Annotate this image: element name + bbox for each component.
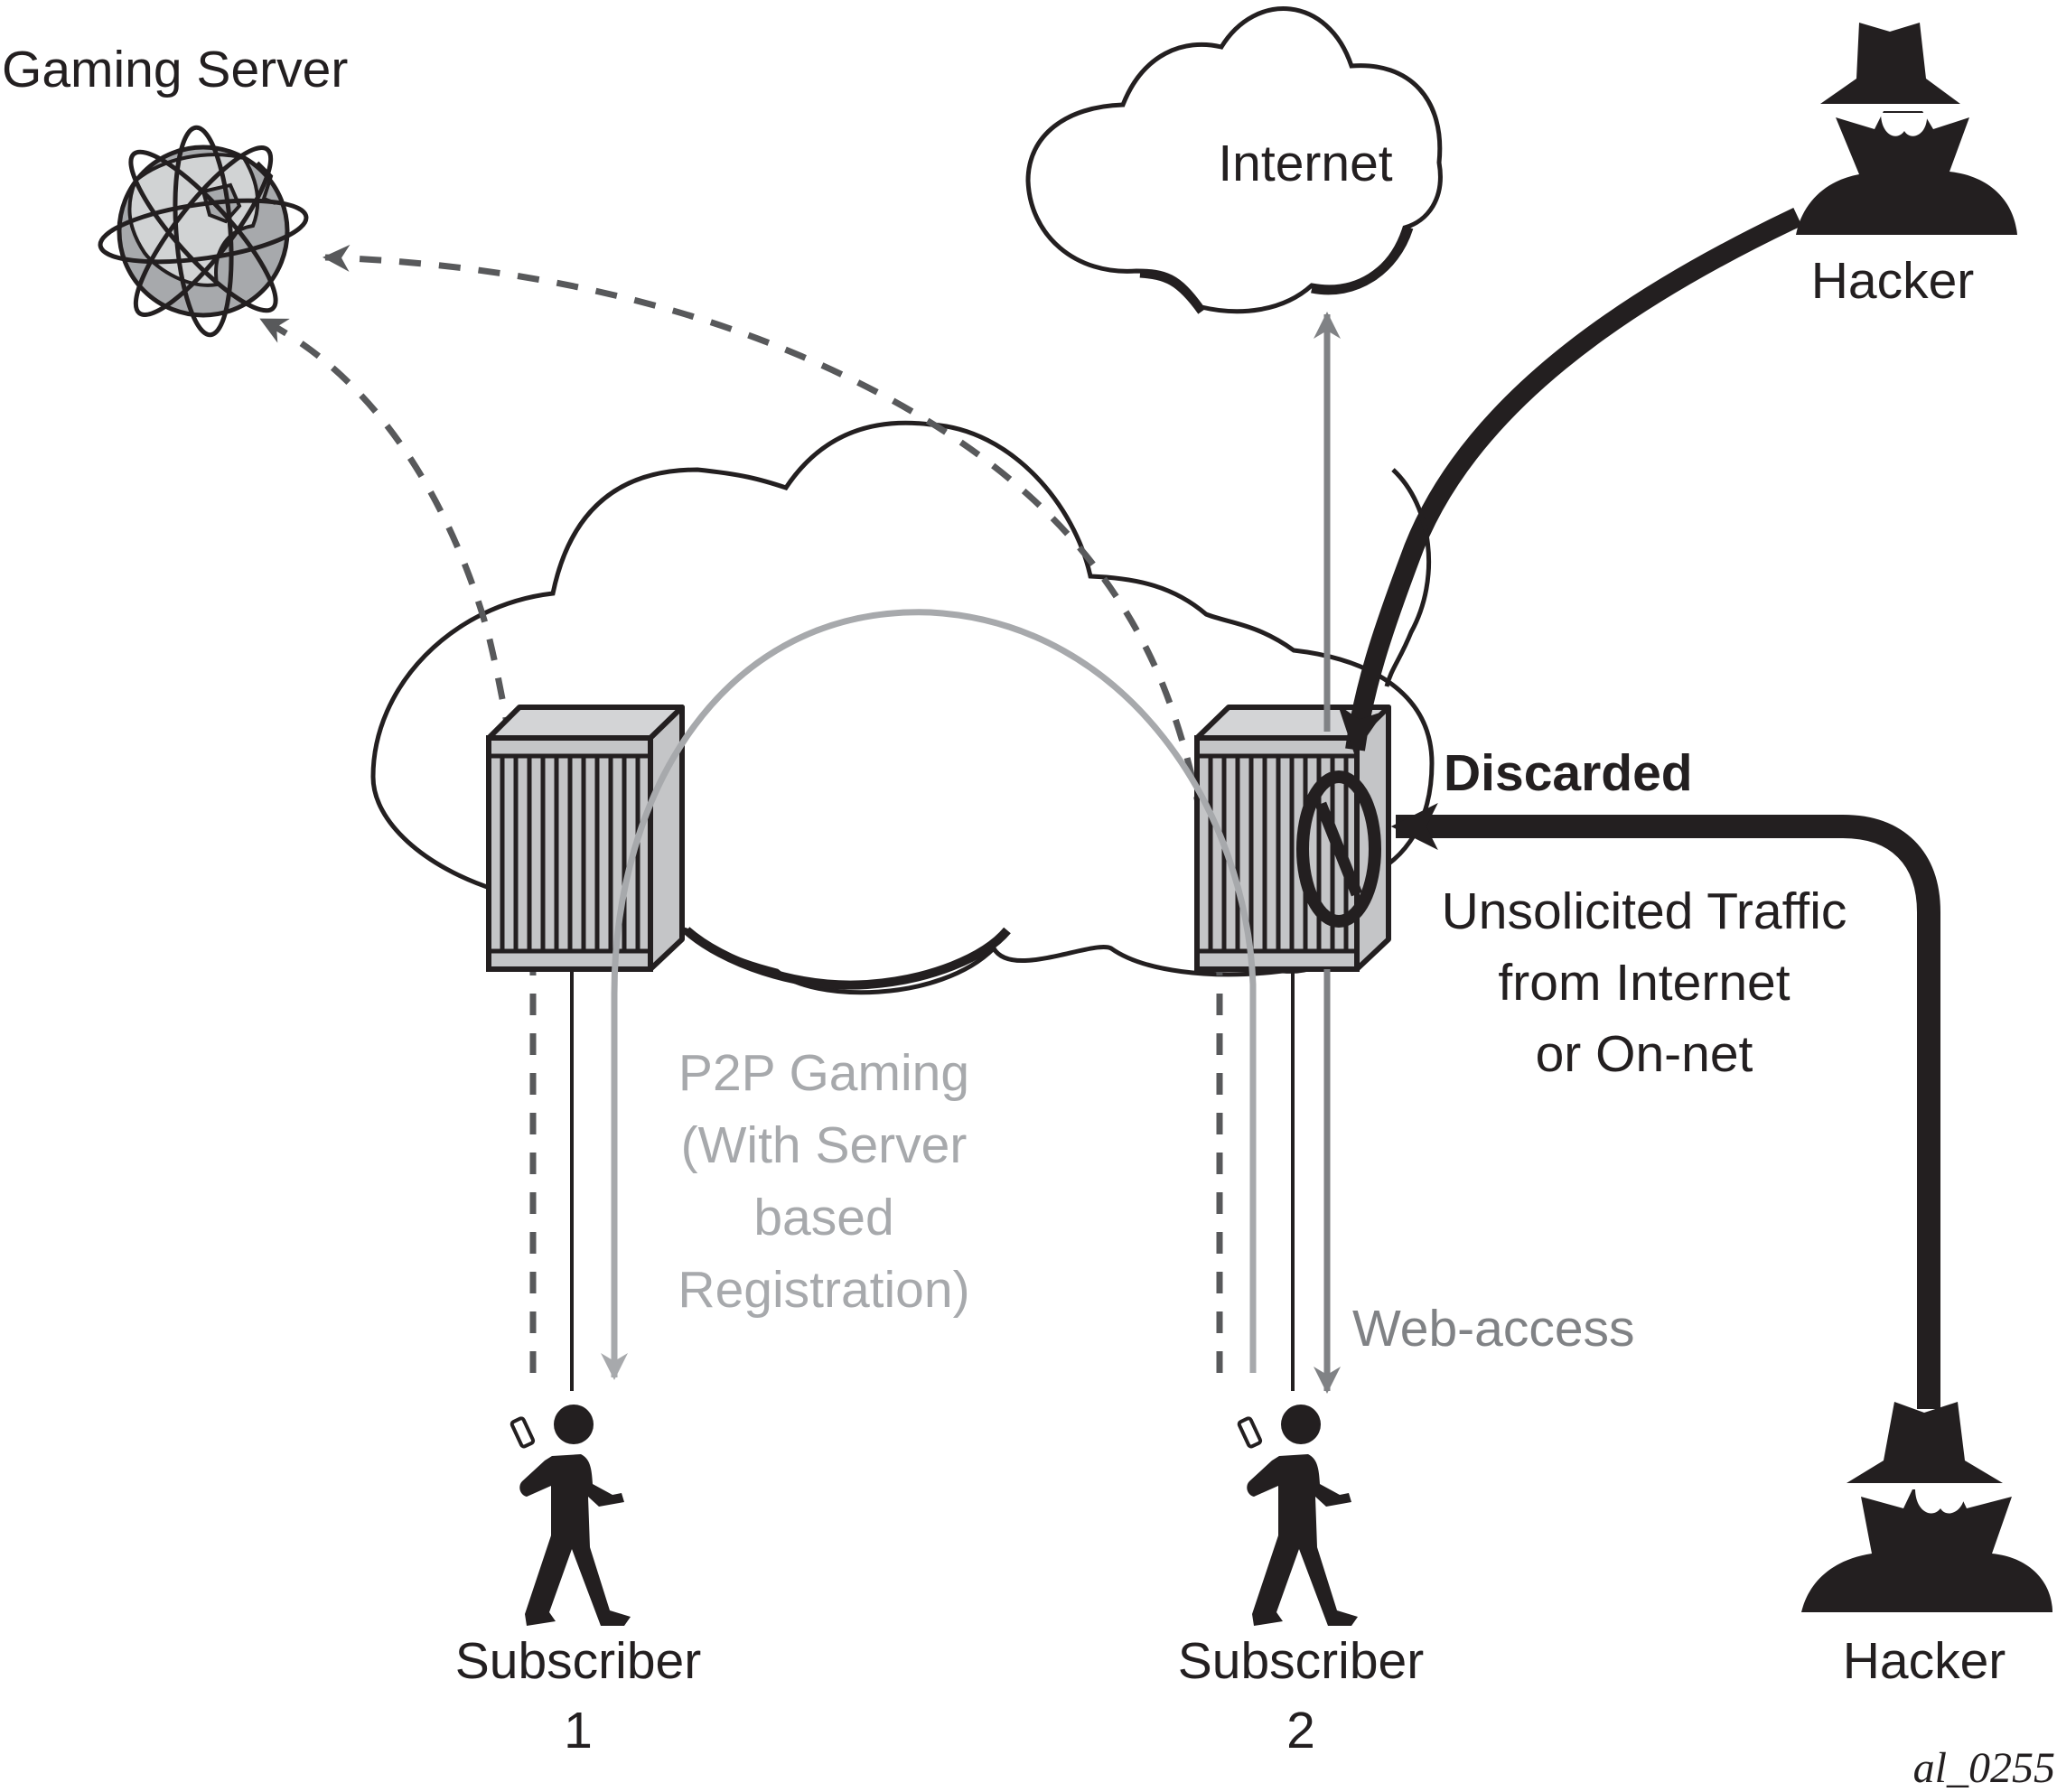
subscriber-1-person-phone-icon — [510, 1405, 631, 1626]
internet-label: Internet — [1218, 135, 1392, 192]
gaming-server-label: Gaming Server — [2, 41, 348, 98]
hacker-top-label: Hacker — [1811, 252, 1975, 310]
flow-p2p-sub2-to-sub1 — [601, 609, 1257, 1380]
subscriber-2-label-line2: 2 — [1286, 1702, 1315, 1759]
cloud-edge-overlap — [1384, 468, 1432, 687]
p2p-label-line1: P2P Gaming — [678, 1044, 969, 1102]
flow-hacker-top-attack — [1337, 208, 1802, 755]
hacker-top-icon — [1796, 23, 2017, 235]
figure-id-label: al_0255 — [1913, 1744, 2055, 1792]
block-icon — [1296, 770, 1381, 928]
subscriber-1-label-line2: 1 — [564, 1702, 593, 1759]
hacker-bottom-icon — [1801, 1402, 2052, 1612]
p2p-label-line3: based — [753, 1189, 893, 1246]
unsolicited-label-line1: Unsolicited Traffic — [1442, 882, 1847, 940]
discarded-label: Discarded — [1444, 744, 1693, 802]
globe-icon — [98, 125, 309, 338]
p2p-label-line2: (With Server — [681, 1116, 968, 1174]
internet-cloud-icon — [1025, 6, 1443, 314]
hacker-bottom-label: Hacker — [1843, 1632, 2006, 1690]
subscriber-2-person-phone-icon — [1237, 1405, 1358, 1626]
router-1-icon — [486, 705, 685, 972]
web-access-label: Web-access — [1352, 1300, 1635, 1358]
subscriber-2-label-line1: Subscriber — [1178, 1632, 1424, 1690]
flow-hacker-bottom-attack — [1390, 803, 1940, 1409]
unsolicited-label-line3: or On-net — [1536, 1025, 1753, 1083]
p2p-label-line4: Registration) — [678, 1261, 969, 1319]
subscriber-1-label-line1: Subscriber — [455, 1632, 701, 1690]
unsolicited-label-line2: from Internet — [1498, 954, 1790, 1012]
